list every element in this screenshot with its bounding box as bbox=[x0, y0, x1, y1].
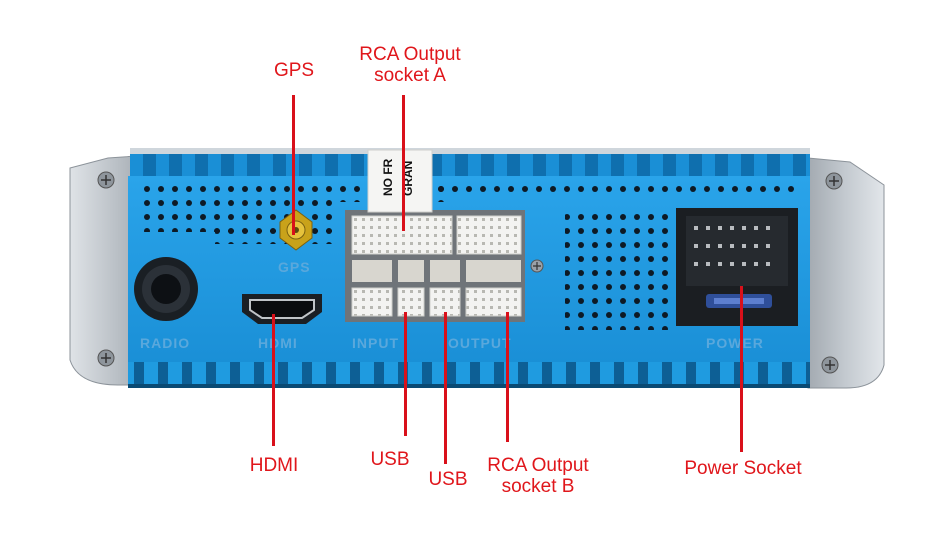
radio-antenna-jack bbox=[134, 257, 198, 321]
screw-icon bbox=[97, 349, 115, 367]
right-mounting-bracket bbox=[807, 157, 885, 389]
leader-line-power bbox=[740, 286, 743, 452]
screw-icon bbox=[821, 356, 839, 374]
screw-icon bbox=[825, 172, 843, 190]
bottom-cooling-fins bbox=[128, 362, 810, 386]
vent-holes-middle bbox=[565, 210, 670, 330]
sticker: NO FR GRAN bbox=[367, 149, 433, 213]
label-rca-output-socket-b: RCA Output socket B bbox=[487, 455, 589, 497]
gps-antenna-connector bbox=[279, 209, 313, 251]
leader-line-gps bbox=[292, 95, 295, 235]
case-marking-radio: RADIO bbox=[140, 335, 190, 351]
svg-text:NO FR: NO FR bbox=[381, 158, 395, 196]
power-socket bbox=[676, 208, 798, 326]
label-hdmi: HDMI bbox=[249, 455, 299, 476]
label-usb-1: USB bbox=[370, 449, 410, 470]
leader-line-hdmi bbox=[272, 314, 275, 446]
vent-holes-top-right bbox=[432, 182, 802, 196]
leader-line-rca-a bbox=[402, 95, 405, 231]
label-gps: GPS bbox=[273, 60, 315, 81]
hdmi-port bbox=[242, 294, 322, 324]
case-marking-input: INPUT bbox=[352, 335, 399, 351]
label-usb-2: USB bbox=[428, 469, 468, 490]
label-power-socket: Power Socket bbox=[684, 458, 802, 479]
label-rca-output-socket-a: RCA Output socket A bbox=[359, 44, 461, 86]
leader-line-rca-b bbox=[506, 312, 509, 442]
case-marking-gps: GPS bbox=[278, 259, 311, 275]
case-marking-hdmi: HDMI bbox=[258, 335, 298, 351]
case-marking-output: OUTPUT bbox=[448, 335, 512, 351]
case-marking-power: POWER bbox=[706, 335, 764, 351]
leader-line-usb-2 bbox=[444, 312, 447, 464]
top-cooling-fins bbox=[130, 152, 810, 180]
vent-holes-row bbox=[215, 230, 335, 244]
leader-line-usb-1 bbox=[404, 312, 407, 436]
screw-icon bbox=[97, 171, 115, 189]
connector-block bbox=[345, 210, 525, 322]
screw-icon bbox=[530, 259, 544, 273]
